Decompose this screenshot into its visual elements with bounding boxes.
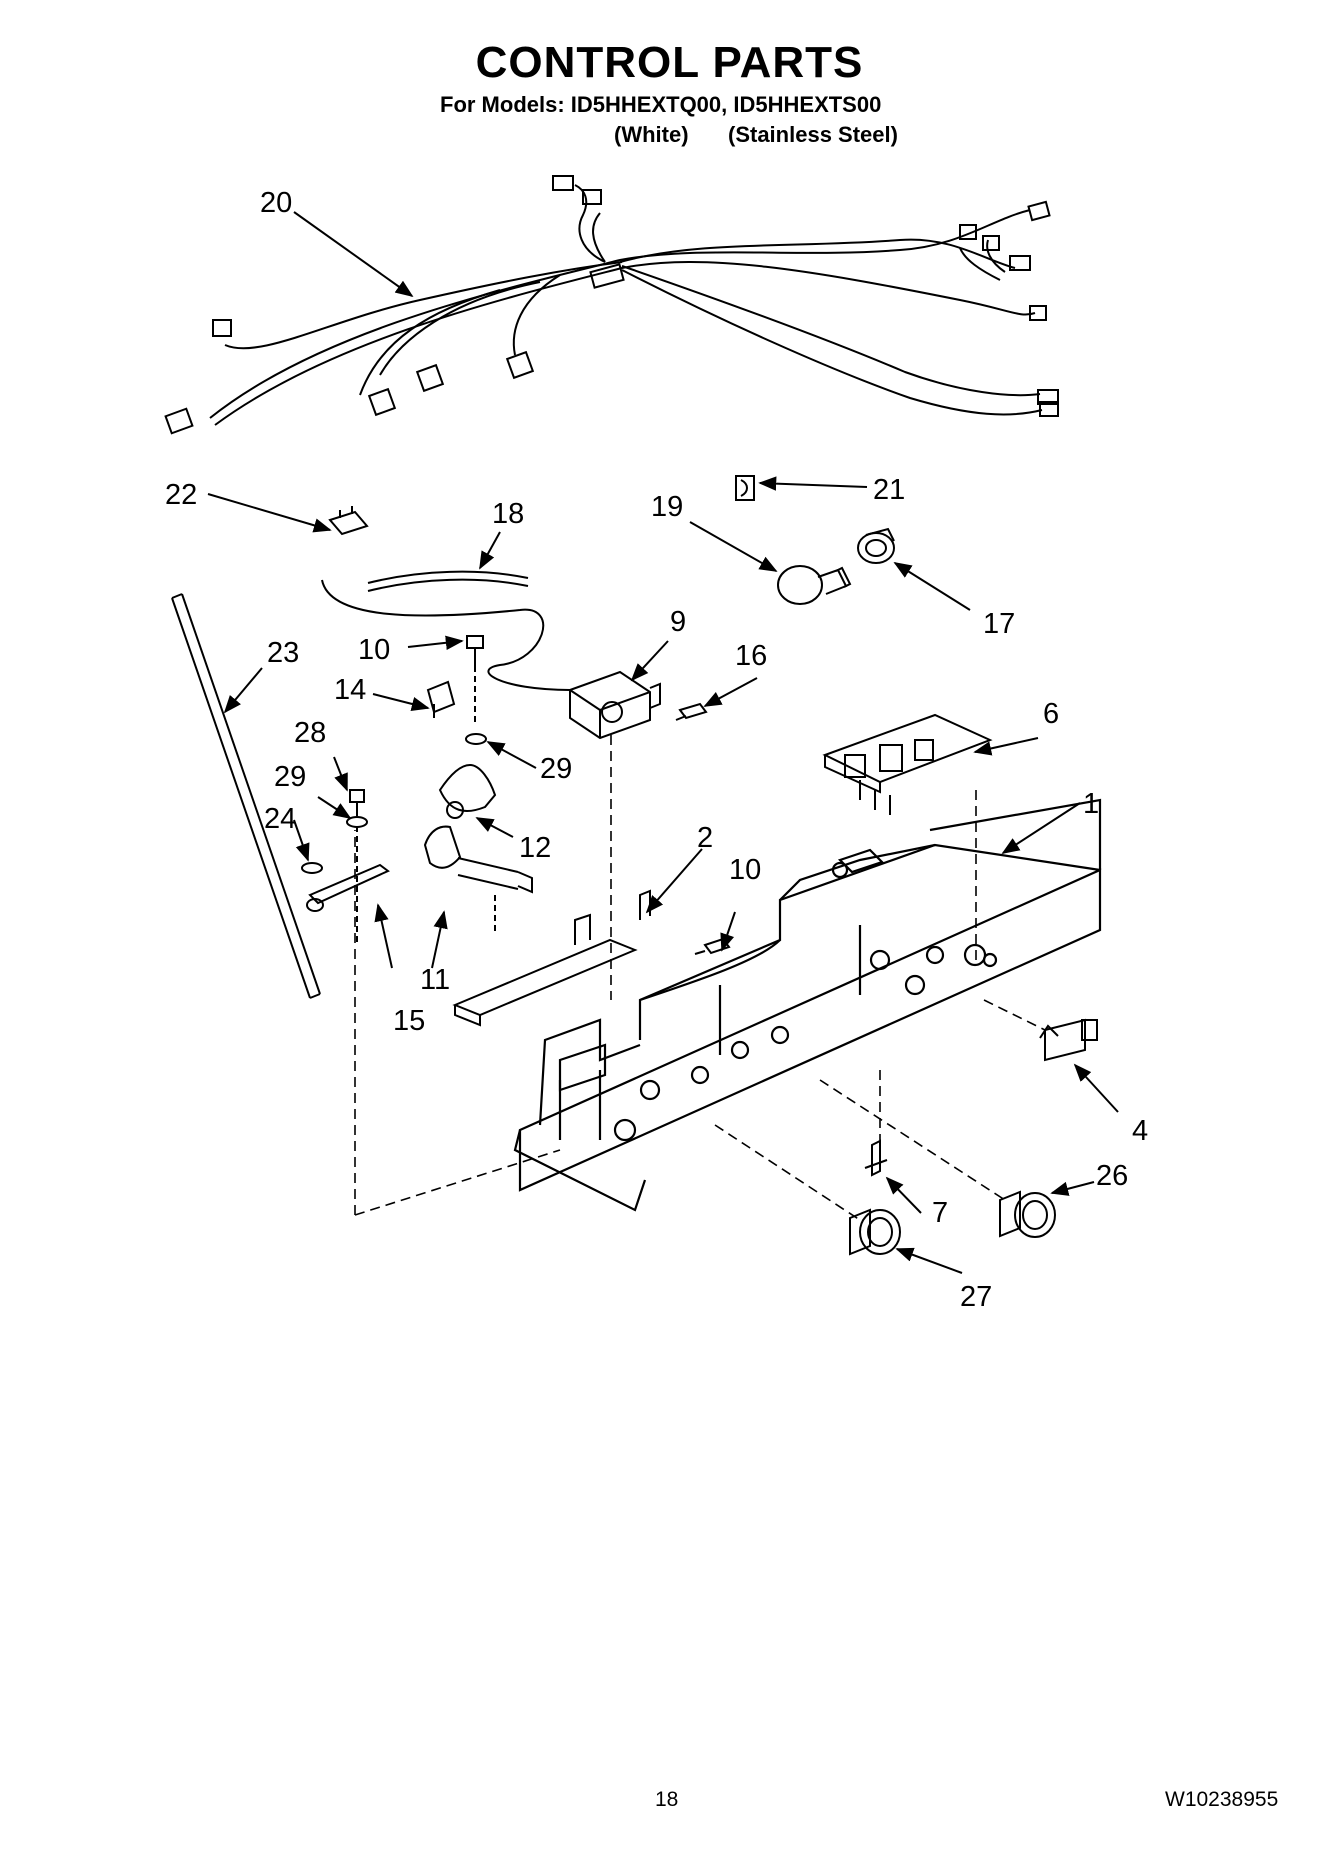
page-title: CONTROL PARTS [475, 38, 864, 87]
variant-stainless-label: (Stainless Steel) [728, 122, 898, 147]
callout-12: 12 [519, 832, 551, 864]
washer-part-24 [301, 862, 323, 874]
callout-18: 18 [492, 498, 524, 530]
screw-part-7 [864, 1139, 888, 1177]
callout-10-lower: 10 [729, 854, 761, 886]
wire-harness-part [164, 175, 1059, 435]
control-housing-part-1 [513, 798, 1102, 1212]
callout-16: 16 [735, 640, 767, 672]
callout-11: 11 [420, 964, 450, 996]
callout-24: 24 [264, 803, 296, 835]
callout-10-upper: 10 [358, 634, 390, 666]
callout-29-upper: 29 [540, 753, 572, 785]
callout-23: 23 [267, 637, 299, 669]
callout-29-lower: 29 [274, 761, 306, 793]
bracket-part-2 [452, 889, 651, 1027]
callout-leaders [207, 211, 1119, 1274]
rod-part-23 [171, 593, 321, 999]
lamp-socket-part-17 [857, 527, 895, 564]
callout-1: 1 [1083, 788, 1099, 820]
tube-part-18 [367, 570, 529, 592]
screw-part-10-upper [466, 635, 484, 726]
callout-19: 19 [651, 491, 683, 523]
lever-part-15 [306, 863, 390, 912]
callout-4: 4 [1132, 1115, 1148, 1147]
page-number: 18 [655, 1788, 679, 1811]
variant-white-label: (White) [614, 122, 689, 147]
knob-shaft-part-11 [423, 825, 533, 935]
callout-14: 14 [334, 674, 366, 706]
callout-26: 26 [1096, 1160, 1128, 1192]
callout-22: 22 [165, 479, 197, 511]
callout-21: 21 [873, 474, 905, 506]
light-bulb-part-19 [777, 565, 852, 605]
callout-17: 17 [983, 608, 1015, 640]
control-board-part-6 [822, 713, 993, 815]
callout-7: 7 [932, 1197, 948, 1229]
washer-part-29-upper [465, 733, 487, 745]
switch-part-4 [1039, 1018, 1098, 1062]
socket-part-21 [735, 475, 755, 501]
sensor-cable [321, 579, 571, 691]
washer-part-29-lower [346, 816, 368, 828]
models-line: For Models: ID5HHEXTQ00, ID5HHEXTS00 [440, 92, 882, 117]
callout-6: 6 [1043, 698, 1059, 730]
callout-20: 20 [260, 187, 292, 219]
callout-28: 28 [294, 717, 326, 749]
screw-part-16 [675, 702, 708, 721]
assembly-lines [354, 735, 1046, 1221]
callout-27: 27 [960, 1281, 992, 1313]
knob-part-27 [849, 1208, 901, 1256]
screw-part-28 [349, 789, 365, 946]
knob-part-26 [999, 1190, 1056, 1238]
control-part-9 [569, 670, 661, 740]
callout-15: 15 [393, 1005, 425, 1037]
clip-part-14 [426, 680, 456, 718]
document-code: W10238955 [1165, 1788, 1279, 1811]
callout-2: 2 [697, 822, 713, 854]
callout-9: 9 [670, 606, 686, 638]
bracket-part-12 [438, 763, 497, 819]
clip-part-22 [328, 506, 369, 536]
